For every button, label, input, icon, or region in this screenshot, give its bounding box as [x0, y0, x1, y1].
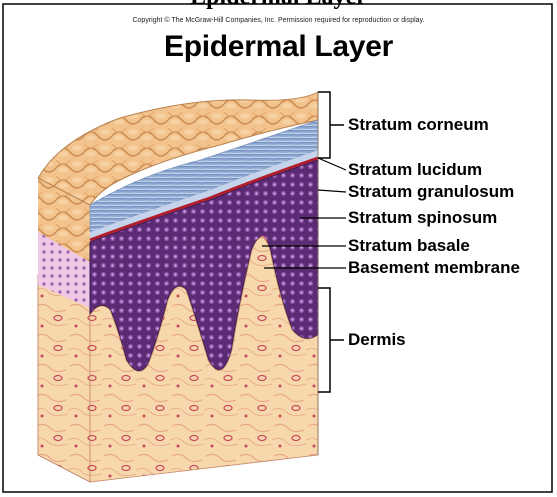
label-stratum-granulosum: Stratum granulosum — [348, 182, 514, 202]
bracket-dermis — [318, 288, 344, 392]
label-basement-membrane: Basement membrane — [348, 258, 520, 278]
label-dermis: Dermis — [348, 330, 406, 350]
label-stratum-basale: Stratum basale — [348, 236, 470, 256]
label-stratum-corneum: Stratum corneum — [348, 115, 489, 135]
bracket-corneum — [318, 92, 344, 158]
label-stratum-lucidum: Stratum lucidum — [348, 160, 482, 180]
label-stratum-spinosum: Stratum spinosum — [348, 208, 497, 228]
leader-lucidum — [318, 158, 346, 170]
side-face-dermis — [38, 275, 90, 482]
leader-granulosum — [318, 190, 346, 192]
